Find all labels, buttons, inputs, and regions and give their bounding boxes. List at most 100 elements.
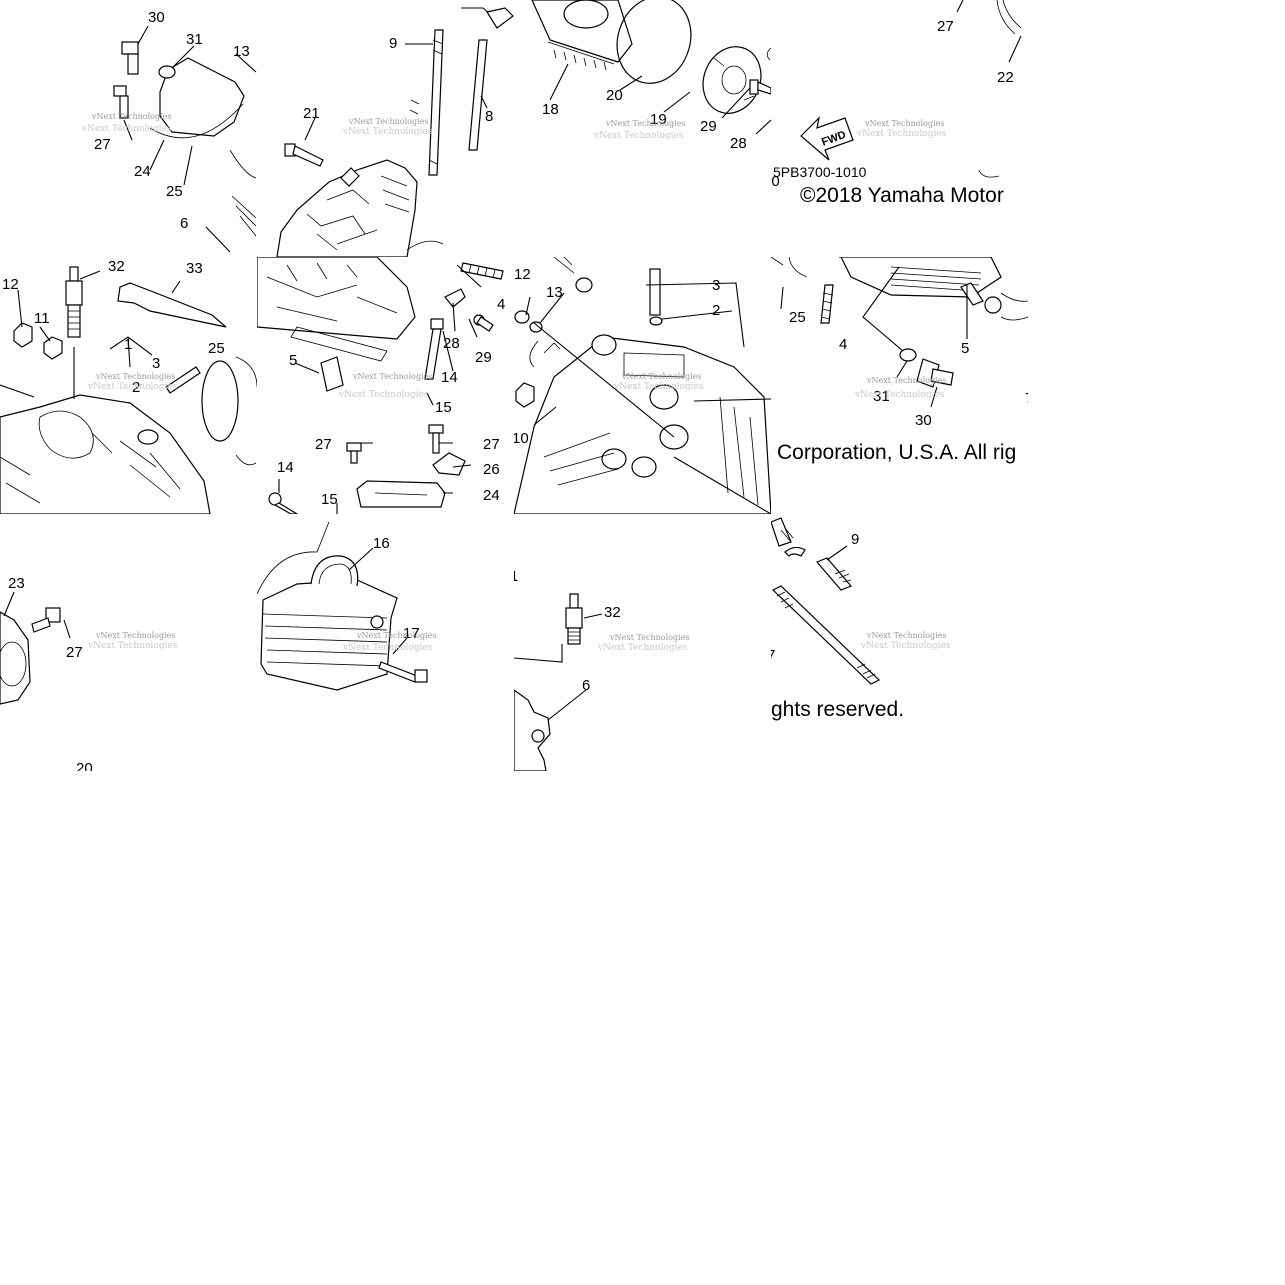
watermark: vNext Technologies bbox=[860, 641, 951, 651]
watermark: vNext Technologies bbox=[605, 119, 685, 128]
callout-label: 11 bbox=[34, 310, 50, 327]
callout-label: 17 bbox=[403, 625, 420, 642]
callout-label: 6 bbox=[180, 215, 188, 232]
watermark: vNext Technologies bbox=[352, 372, 432, 381]
callout-label: 20 bbox=[606, 87, 623, 104]
watermark: vNext Technologies bbox=[342, 643, 433, 653]
callout-label: 14 bbox=[441, 369, 458, 386]
callout-label: 33 bbox=[186, 260, 203, 277]
watermark: vNext Technologies bbox=[87, 641, 178, 651]
diagram-tile: 1 32 6 vNext Technologies vNext Technolo… bbox=[514, 514, 771, 771]
callout-label: 27 bbox=[937, 18, 954, 35]
callout-label: 1 bbox=[514, 568, 518, 585]
watermark: vNext Technologies bbox=[854, 390, 945, 400]
watermark: vNext Technologies bbox=[864, 119, 944, 128]
diagram-tile: 9 8 21 vNext Technologies vNext Technolo… bbox=[257, 0, 514, 257]
callout-label: 5 bbox=[289, 352, 297, 369]
callout-label: 7 bbox=[1025, 390, 1028, 407]
callout-label: 9 bbox=[389, 35, 397, 52]
callout-label: 19 bbox=[650, 111, 667, 128]
callout-label: 25 bbox=[166, 183, 183, 200]
diagram-tile: FWD 27 22 10 5PB3700-1010 ©2018 Yamaha M… bbox=[771, 0, 1028, 257]
watermark: vNext Technologies bbox=[95, 372, 175, 381]
callout-label: 27 bbox=[315, 436, 332, 453]
callout-label: 13 bbox=[233, 43, 250, 60]
callout-label: 16 bbox=[373, 535, 390, 552]
callout-label: 15 bbox=[321, 514, 338, 516]
callout-label: 28 bbox=[443, 335, 460, 352]
callout-label: 22 bbox=[997, 69, 1014, 86]
diagram-tile: 4 28 29 5 14 15 27 27 26 14 15 24 vNext … bbox=[257, 257, 514, 514]
watermark: vNext Technologies bbox=[866, 376, 946, 385]
callout-label: 29 bbox=[475, 349, 492, 366]
callout-label: 2 bbox=[132, 379, 140, 396]
callout-label: 8 bbox=[485, 108, 493, 125]
callout-label: 25 bbox=[789, 309, 806, 326]
watermark: vNext Technologies bbox=[856, 129, 947, 139]
callout-label: 32 bbox=[604, 604, 621, 621]
diagram-tile: 25 4 5 31 30 7 Corporation, U.S.A. All r… bbox=[771, 257, 1028, 514]
callout-label: 3 bbox=[712, 277, 720, 294]
watermark: vNext Technologies bbox=[621, 372, 701, 381]
diagram-tile: 15 16 17 vNext Technologies vNext Techno… bbox=[257, 514, 514, 771]
callout-label: 24 bbox=[483, 487, 500, 504]
callout-label: 4 bbox=[497, 296, 505, 313]
diagram-tile: 30 31 13 27 24 25 6 vNext Technologies v… bbox=[0, 0, 257, 257]
callout-label: 32 bbox=[108, 258, 125, 275]
callout-label: 10 bbox=[514, 430, 529, 447]
part-number: 5PB3700-1010 bbox=[773, 164, 867, 180]
watermark: vNext Technologies bbox=[593, 131, 684, 141]
fwd-arrow-icon: FWD bbox=[800, 116, 854, 161]
callout-label: 23 bbox=[8, 575, 25, 592]
callout-label: 24 bbox=[134, 163, 151, 180]
diagram-tile: 23 27 20 vNext Technologies vNext Techno… bbox=[0, 514, 257, 771]
diagram-tile: 12 13 3 2 10 vNext Technologies vNext Te… bbox=[514, 257, 771, 514]
callout-label: 12 bbox=[2, 276, 19, 293]
callout-label: 13 bbox=[546, 284, 563, 301]
diagram-tile: 18 20 19 29 28 vNext Technologies vNext … bbox=[514, 0, 771, 257]
callout-label: 27 bbox=[483, 436, 500, 453]
watermark: vNext Technologies bbox=[81, 124, 172, 134]
callout-label: 10 bbox=[771, 173, 780, 190]
callout-label: 26 bbox=[483, 461, 500, 478]
watermark: vNext Technologies bbox=[348, 117, 428, 126]
callout-label: 28 bbox=[730, 135, 747, 152]
watermark: vNext Technologies bbox=[613, 382, 704, 392]
callout-label: 9 bbox=[851, 531, 859, 548]
callout-label: 15 bbox=[321, 491, 338, 508]
diagram-tile: 12 11 32 33 1 3 2 25 vNext Technologies … bbox=[0, 257, 257, 514]
watermark: vNext Technologies bbox=[338, 390, 429, 400]
copyright-notice: ghts reserved. bbox=[771, 698, 904, 721]
callout-label: 31 bbox=[873, 388, 890, 405]
callout-label: 6 bbox=[582, 677, 590, 694]
callout-label: 12 bbox=[514, 266, 531, 283]
copyright-notice: Corporation, U.S.A. All rig bbox=[777, 441, 1016, 464]
callout-label: 20 bbox=[76, 760, 93, 771]
callout-label: 27 bbox=[94, 136, 111, 153]
callout-label: 29 bbox=[700, 118, 717, 135]
callout-label: 30 bbox=[915, 412, 932, 429]
callout-label: 27 bbox=[66, 644, 83, 661]
watermark: vNext Technologies bbox=[91, 112, 171, 121]
callout-label: 18 bbox=[542, 101, 559, 118]
callout-label: 4 bbox=[839, 336, 847, 353]
watermark: vNext Technologies bbox=[597, 643, 688, 653]
watermark: vNext Technologies bbox=[95, 631, 175, 640]
watermark: vNext Technologies bbox=[866, 631, 946, 640]
callout-label: 25 bbox=[208, 340, 225, 357]
copyright-notice: ©2018 Yamaha Motor bbox=[800, 184, 1004, 207]
callout-label: 3 bbox=[152, 355, 160, 372]
watermark: vNext Technologies bbox=[609, 633, 689, 642]
callout-label: 2 bbox=[712, 302, 720, 319]
callout-label: 31 bbox=[186, 31, 203, 48]
callout-label: 1 bbox=[124, 336, 132, 353]
callout-label: 7 bbox=[771, 647, 775, 664]
callout-label: 14 bbox=[277, 459, 294, 476]
watermark: vNext Technologies bbox=[87, 382, 178, 392]
callout-label: 30 bbox=[148, 9, 165, 26]
diagram-tile: 9 7 ghts reserved. vNext Technologies vN… bbox=[771, 514, 1028, 771]
watermark: vNext Technologies bbox=[356, 631, 436, 640]
callout-label: 21 bbox=[303, 105, 320, 122]
callout-label: 5 bbox=[961, 340, 969, 357]
